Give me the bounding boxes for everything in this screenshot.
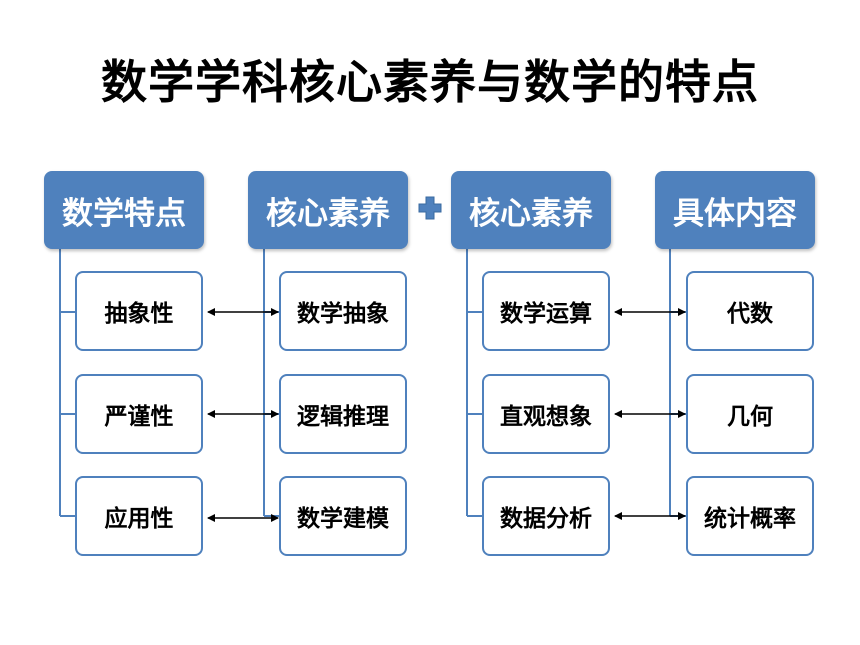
header-core-literacy-1: 核心素养 [248,171,408,249]
tree-line-col1 [59,249,76,517]
plus-icon [418,196,442,220]
box-intuitive-imagination: 直观想象 [482,374,610,454]
box-applicability: 应用性 [75,476,203,556]
box-math-modeling: 数学建模 [279,476,407,556]
box-rigor: 严谨性 [75,374,203,454]
tree-line-col2 [263,249,280,517]
header-core-literacy-2: 核心素养 [451,171,611,249]
box-geometry: 几何 [686,374,814,454]
header-specific-content: 具体内容 [655,171,815,249]
box-algebra: 代数 [686,271,814,351]
tree-line-col4 [669,249,686,517]
box-logical-reasoning: 逻辑推理 [279,374,407,454]
box-abstractness: 抽象性 [75,271,203,351]
box-math-abstraction: 数学抽象 [279,271,407,351]
box-data-analysis: 数据分析 [482,476,610,556]
box-statistics-probability: 统计概率 [686,476,814,556]
page-title: 数学学科核心素养与数学的特点 [101,55,759,109]
tree-line-col3 [466,249,483,517]
box-math-operation: 数学运算 [482,271,610,351]
header-math-features: 数学特点 [44,171,204,249]
